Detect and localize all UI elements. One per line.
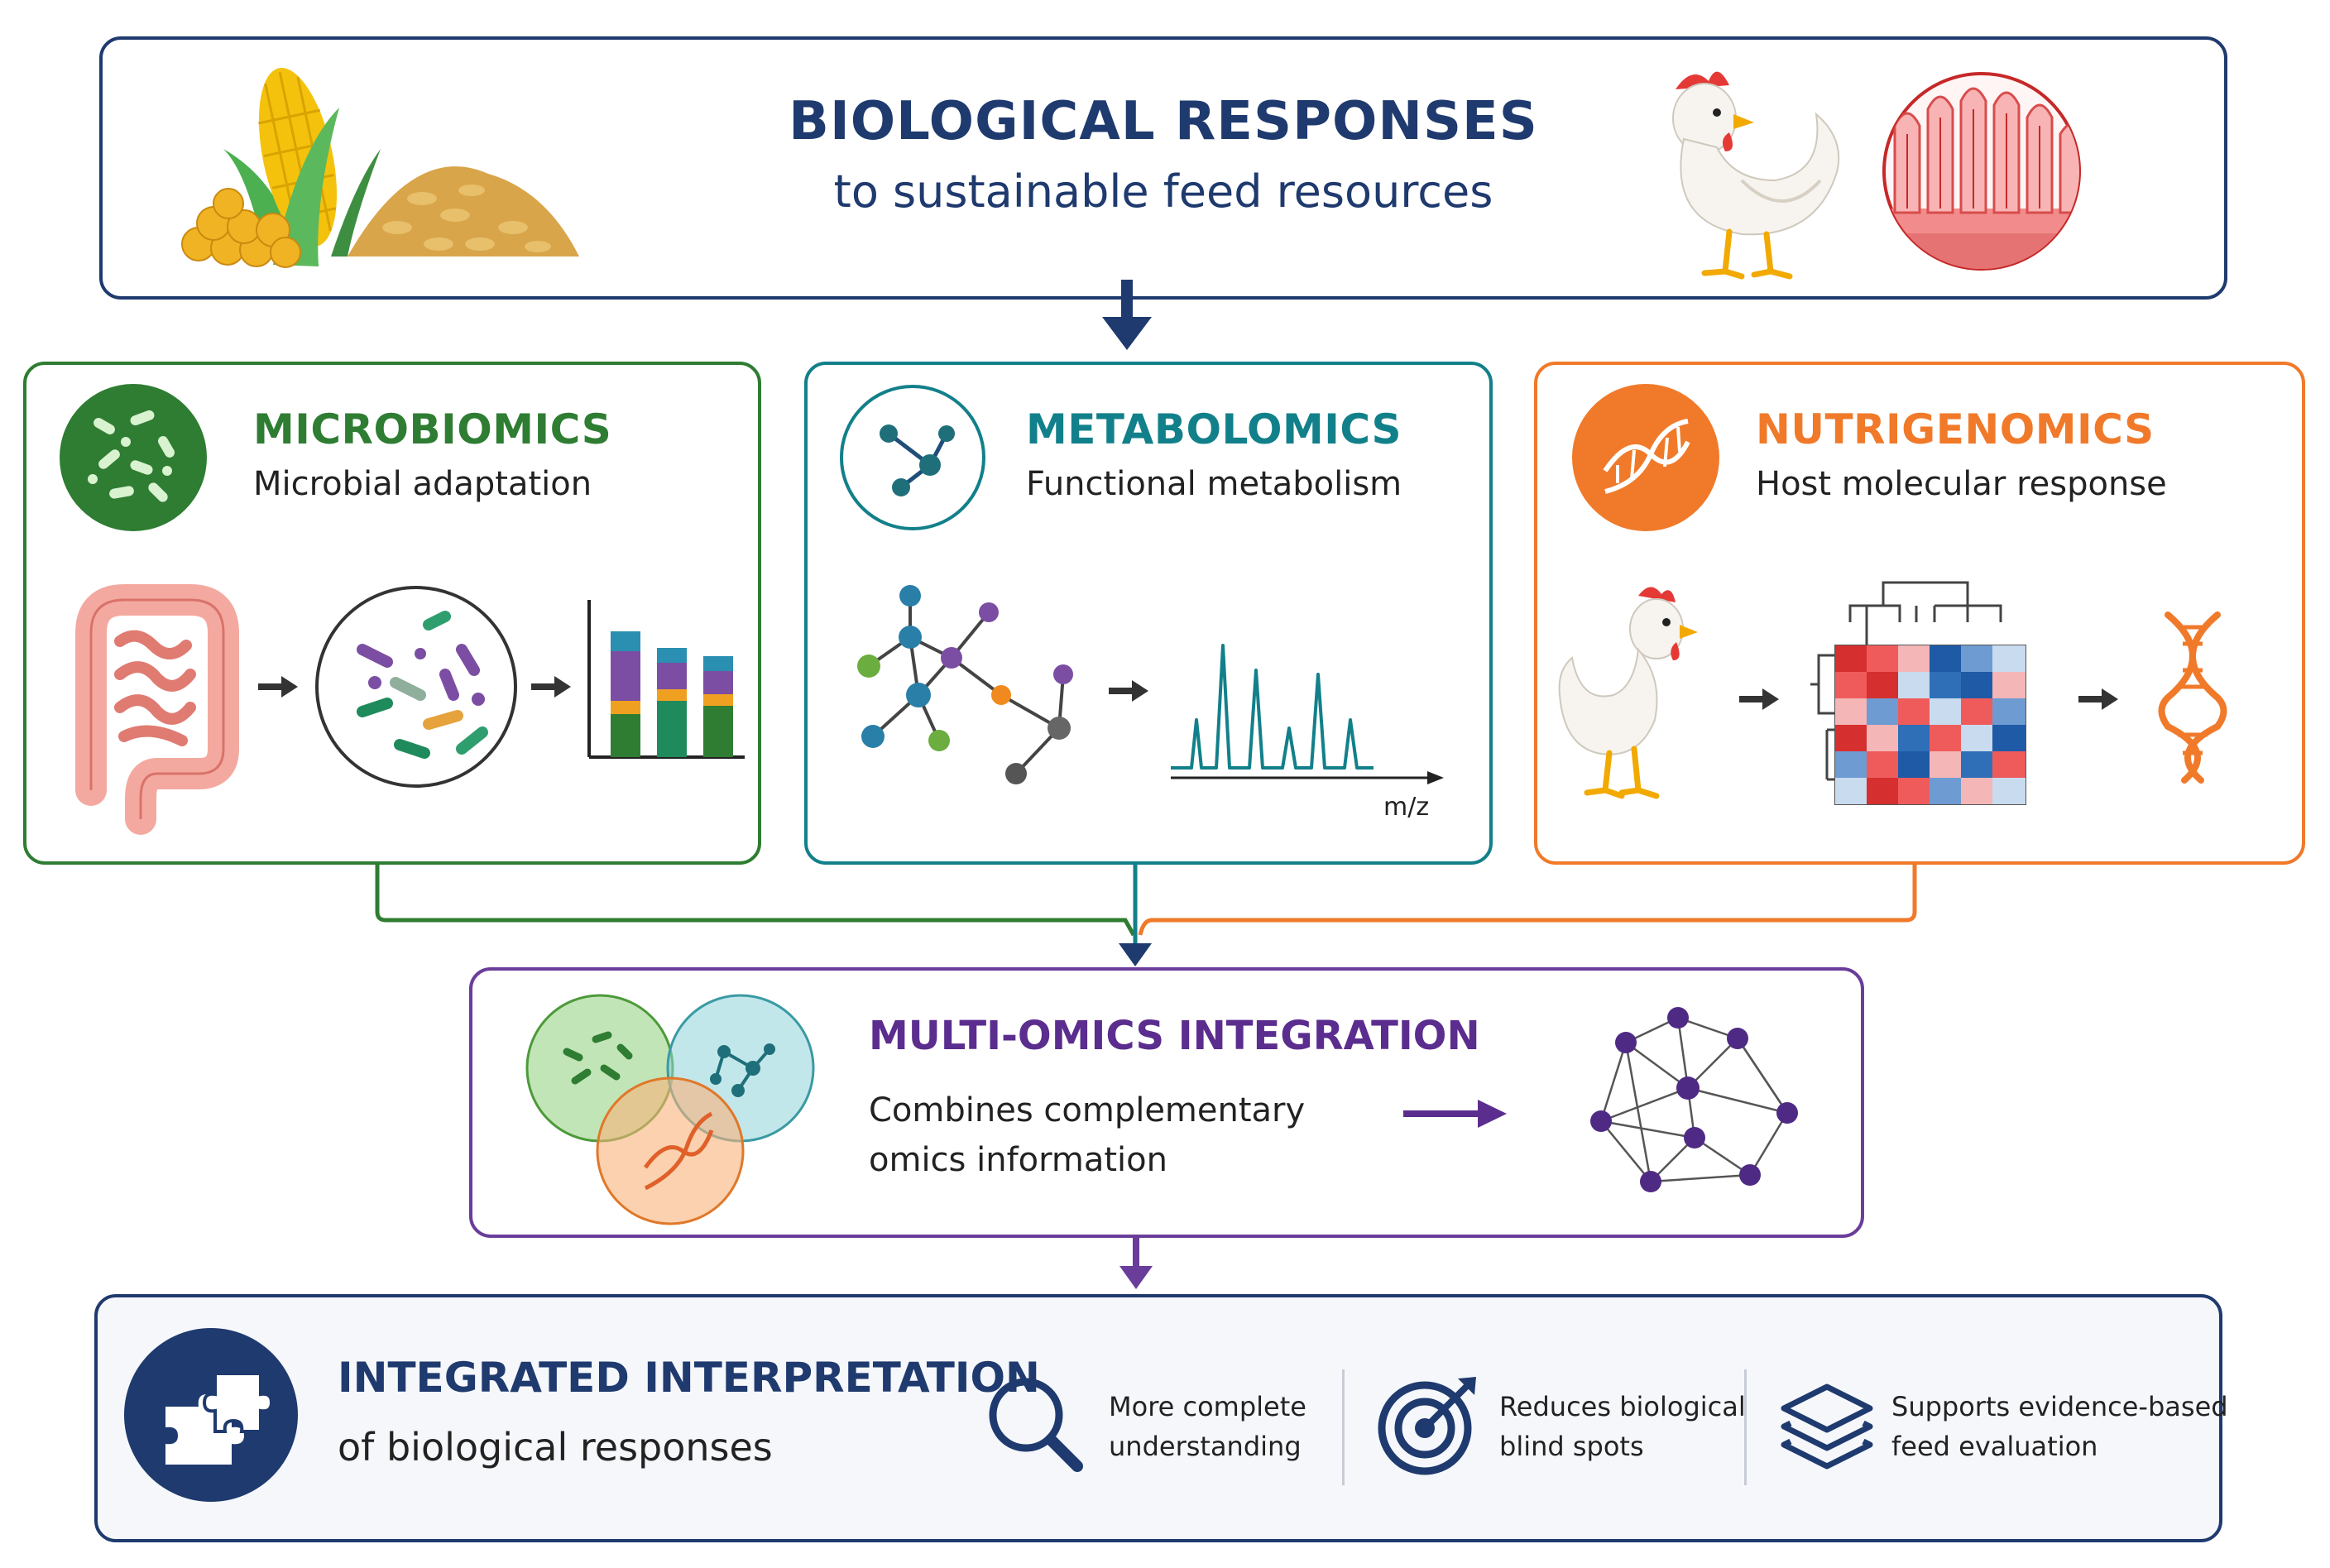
heatmap-dendrogram-icon	[1810, 581, 2026, 805]
metabolomics-title: METABOLOMICS	[1026, 405, 1402, 453]
arrow-right-icon	[1739, 688, 1779, 710]
multi-omics-description: Combines complementary omics information	[869, 1086, 1398, 1185]
main-subtitle: to sustainable feed resources	[833, 165, 1493, 218]
arrow-right-icon	[531, 676, 571, 698]
microbiomics-subtitle: Microbial adaptation	[253, 465, 592, 503]
molecule-badge-icon	[840, 385, 985, 530]
connector-lines	[375, 865, 1917, 966]
intestine-illustration	[75, 584, 239, 835]
molecule-network-icon	[857, 585, 1073, 784]
network-graph-icon	[1590, 1007, 1798, 1192]
mz-axis-label: m/z	[1383, 793, 1430, 822]
divider	[1744, 1369, 1747, 1485]
target-icon	[1378, 1377, 1476, 1475]
arrow-down-icon	[1102, 280, 1152, 350]
arrow-right-icon	[258, 676, 298, 698]
mass-spectrum-icon	[1171, 644, 1444, 784]
benefit-understanding: More complete understanding	[1109, 1391, 1306, 1462]
chicken-illustration	[1558, 587, 1698, 799]
benefit-evidence-based: Supports evidence-based feed evaluation	[1891, 1391, 2228, 1462]
arrow-down-icon	[1119, 1238, 1153, 1289]
metabolomics-subtitle: Functional metabolism	[1026, 465, 1402, 503]
main-title: BIOLOGICAL RESPONSES	[789, 91, 1538, 152]
multi-omics-description-line2: omics information	[869, 1141, 1167, 1179]
dna-badge-icon	[1572, 384, 1719, 531]
interpretation-panel	[94, 1294, 2222, 1542]
multi-omics-title: MULTI-OMICS INTEGRATION	[869, 1013, 1480, 1059]
dna-helix-icon	[2158, 611, 2227, 784]
chicken-illustration	[1672, 71, 1840, 280]
interpretation-title: INTEGRATED INTERPRETATION	[338, 1354, 1040, 1402]
venn-omics-icon	[525, 994, 815, 1225]
arrow-right-icon	[1109, 680, 1148, 702]
interpretation-subtitle: of biological responses	[338, 1425, 773, 1470]
arrow-right-icon	[2078, 688, 2118, 710]
microbe-sample-icon	[315, 586, 517, 788]
multi-omics-description-line1: Combines complementary	[869, 1091, 1306, 1129]
nutrigenomics-subtitle: Host molecular response	[1756, 465, 2167, 503]
puzzle-badge-icon	[124, 1328, 298, 1502]
layers-icon	[1781, 1383, 1873, 1470]
magnifier-icon	[989, 1378, 1083, 1472]
nutrigenomics-title: NUTRIGENOMICS	[1756, 405, 2155, 453]
microbe-badge-icon	[60, 384, 207, 531]
arrow-right-icon	[1403, 1100, 1507, 1128]
intestinal-villi-illustration	[1882, 72, 2081, 271]
feed-resources-illustration	[181, 68, 579, 268]
microbiomics-title: MICROBIOMICS	[253, 405, 612, 453]
divider	[1342, 1369, 1345, 1485]
stacked-bar-icon	[587, 600, 745, 759]
benefit-blind-spots: Reduces biological blind spots	[1499, 1391, 1746, 1462]
